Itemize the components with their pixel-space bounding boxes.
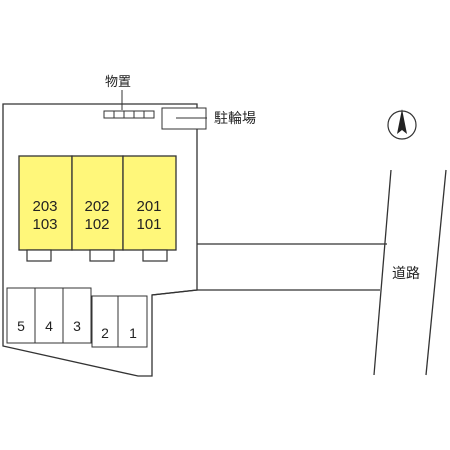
parking-slot-2 [91,295,119,348]
parking-slot-4 [34,287,64,344]
north-arrow-icon [387,109,417,140]
road-right-edge [425,169,447,376]
unit-number-upper: 203 [32,198,57,215]
parking-slot-3 [62,287,92,344]
bicycle-parking-label: 駐輪場 [214,110,256,127]
unit-number-lower: 101 [136,216,161,233]
entrance-step [89,249,115,262]
parking-number: 4 [45,318,53,334]
unit-number-upper: 202 [84,198,109,215]
unit-number-upper: 201 [136,198,161,215]
parking-slot-5 [6,287,36,344]
unit-number-lower: 102 [84,216,109,233]
entrance-step [142,249,168,262]
storage-label: 物置 [105,75,131,90]
parking-number: 5 [17,318,25,334]
parking-number: 1 [129,325,137,341]
building-unit-203-103 [18,155,73,251]
parking-slot-1 [117,295,148,348]
entrance-step [26,249,52,262]
storage-shed [103,110,155,119]
unit-number-lower: 103 [32,216,57,233]
building-unit-201-101 [122,155,177,251]
parking-number: 2 [101,325,109,341]
building-unit-202-102 [71,155,124,251]
road-label: 道路 [392,266,420,282]
driveway-bottom-edge [151,289,380,296]
road-left-edge [373,169,392,376]
parking-number: 3 [73,318,81,334]
